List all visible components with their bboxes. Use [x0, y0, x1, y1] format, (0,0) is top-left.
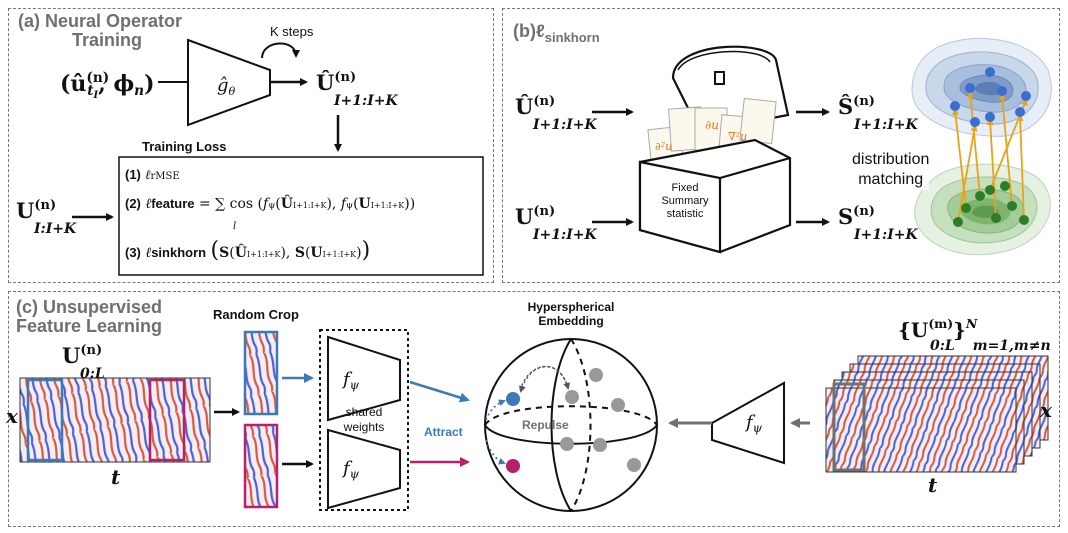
x-axis-label-left: x	[6, 404, 18, 428]
panel-c	[8, 291, 1060, 527]
embedding-blue	[506, 392, 520, 406]
panel-b-input-hat: Û(n) I+1:I+K	[515, 94, 597, 133]
panel-b-output-hat: Ŝ(n) I+1:I+K	[838, 94, 918, 133]
k-steps-loop	[261, 42, 300, 59]
embedding-negatives	[560, 368, 641, 472]
crop-window-magenta	[148, 378, 186, 462]
operator-label: ĝθ	[217, 75, 236, 98]
random-crop-label: Random Crop	[213, 307, 299, 322]
repulse-arrow	[519, 365, 571, 391]
card-du: ∂u	[705, 118, 719, 132]
training-loss-title: Training Loss	[142, 139, 227, 154]
attract-label: Attract	[424, 425, 463, 439]
loss-rmse: (1) ℓrMSE	[125, 167, 180, 183]
predicted-output: Û(n) I+1:I+K	[316, 70, 398, 109]
panel-a-title: (a) Neural Operator Training	[18, 11, 183, 50]
crop-window-blue	[26, 378, 64, 462]
crop-magenta	[243, 423, 279, 509]
panel-b-title: (b)ℓsinkhorn	[513, 21, 600, 46]
target-points	[953, 181, 1029, 227]
encoder-right	[711, 381, 785, 465]
encoder-top	[327, 335, 401, 422]
trajectory-field	[19, 377, 211, 463]
panel-b-input: U(n) I+1:I+K	[515, 204, 597, 243]
panel-b	[502, 8, 1060, 283]
encoder-bottom	[327, 428, 401, 510]
embedding-magenta	[506, 459, 520, 473]
training-loss-box	[118, 156, 484, 276]
panel-c-u-label: U(n) 0:L	[62, 343, 105, 382]
encoder-top-label: fψ	[343, 369, 360, 392]
dataset-set-label: {U(m)}N	[898, 316, 978, 342]
t-axis-label-right: t	[928, 473, 938, 497]
t-axis-label-left: t	[111, 465, 121, 489]
card-laplacian: ∇²u	[728, 130, 748, 143]
x-axis-label-right: x	[1040, 398, 1052, 422]
panel-b-output: S(n) I+1:I+K	[838, 204, 918, 243]
summary-statistic-chest	[638, 45, 792, 254]
loss-sinkhorn: (3) ℓsinkhorn (S(ÛI+1:I+K), S(UI+1:I+K))	[125, 238, 371, 263]
loss-sum-index: l	[233, 221, 237, 232]
card-d2u: ∂²u	[655, 140, 673, 153]
panel-a	[8, 8, 494, 283]
loss-feature: (2) ℓfeature = ∑ cos (fψ(ÛI+1:I+K), fψ(U…	[125, 196, 416, 212]
encoder-right-label: fψ	[746, 412, 763, 435]
crop-blue	[243, 330, 279, 416]
dataset-stack	[825, 355, 1049, 473]
shared-weights-box	[319, 329, 409, 511]
input-tuple: (û(n)tI, ϕn)	[60, 70, 155, 101]
repulse-label: Repulse	[522, 418, 569, 432]
ground-truth-sequence: U(n) I:I+K	[16, 198, 77, 237]
attract-arrow-down	[485, 439, 506, 465]
operator-block	[187, 38, 271, 127]
k-steps-label: K steps	[270, 24, 314, 39]
hypersphere	[484, 338, 658, 512]
encoder-bottom-label: fψ	[343, 458, 360, 481]
predicted-points	[950, 67, 1031, 127]
